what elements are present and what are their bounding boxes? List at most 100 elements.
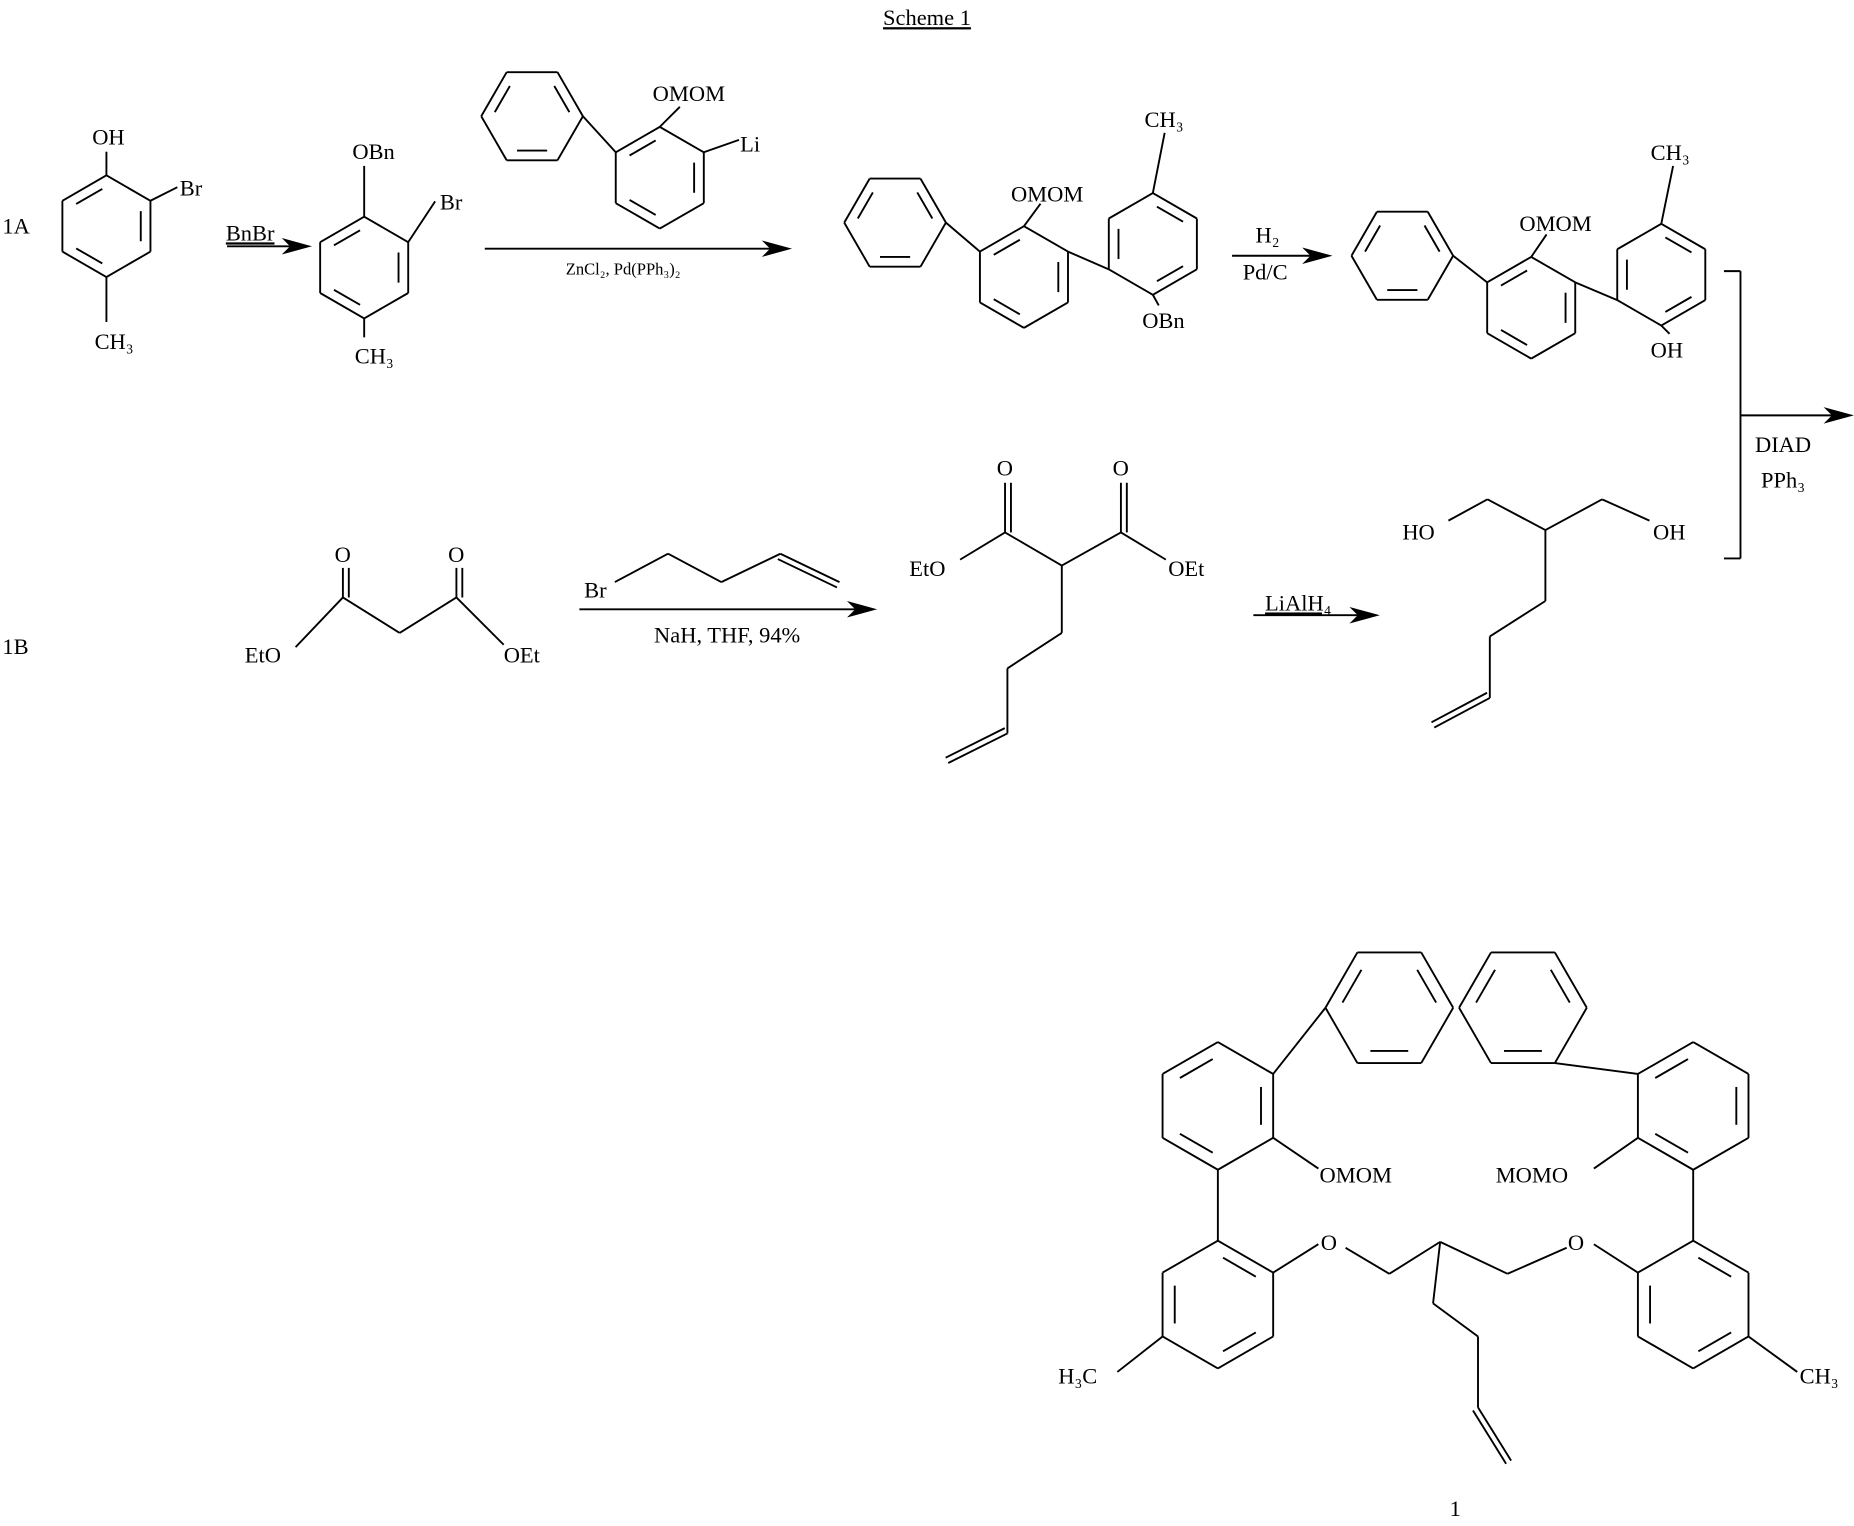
ring-bond — [558, 116, 583, 160]
bond — [1433, 1242, 1440, 1303]
ring-bond — [1661, 300, 1705, 325]
label-oh: OH — [1653, 520, 1685, 545]
label-br: Br — [440, 190, 463, 215]
ring-bond — [844, 223, 869, 267]
ring-bond — [1351, 256, 1376, 300]
bond — [1153, 295, 1159, 306]
bond — [1273, 1008, 1325, 1074]
label-br: Br — [584, 577, 607, 602]
ring-bond — [106, 252, 150, 277]
ring-bond — [1153, 269, 1197, 294]
ring-bond — [1638, 1042, 1693, 1074]
label-oh: OH — [92, 125, 124, 150]
ring-bond — [1163, 1336, 1218, 1368]
ring-bond — [1693, 1138, 1748, 1170]
ring-bond — [1428, 212, 1453, 256]
double-bond — [1434, 698, 1490, 728]
bond — [946, 223, 980, 252]
bond — [583, 116, 616, 152]
ring-bond — [558, 72, 583, 116]
ring-bond — [1459, 1008, 1491, 1063]
bond — [1440, 1242, 1507, 1274]
ring-bond — [660, 203, 704, 228]
double-bond — [946, 728, 1005, 758]
bond — [1433, 1303, 1478, 1336]
ring-bond — [1555, 952, 1587, 1007]
bond — [1024, 204, 1041, 226]
ring-bond — [844, 179, 869, 223]
ring-bond — [1218, 1241, 1273, 1273]
bond — [1346, 1248, 1390, 1274]
ring-bond — [1109, 193, 1153, 218]
ring-bond — [1163, 1241, 1218, 1273]
ring-bond — [920, 179, 945, 223]
label-ho: HO — [1402, 520, 1434, 545]
bond — [1005, 532, 1062, 565]
reagent-diad: DIAD — [1755, 432, 1811, 457]
bond — [1545, 499, 1602, 530]
ring-bond — [1218, 1336, 1273, 1368]
ring-bond — [660, 127, 704, 152]
label-h3c: H₃C — [1058, 1364, 1097, 1389]
label-eto: EtO — [909, 556, 945, 581]
ring-bond — [980, 226, 1024, 251]
ring-bond — [320, 217, 364, 242]
bond — [1062, 532, 1121, 565]
ring-bond — [1693, 1042, 1748, 1074]
bond — [1068, 252, 1109, 270]
ring-bond — [62, 175, 106, 200]
ring-bond — [1428, 256, 1453, 300]
double-bond — [1478, 1407, 1511, 1460]
label-o: O — [448, 542, 464, 567]
bond — [150, 187, 177, 201]
bond — [1273, 1244, 1318, 1272]
bond — [1273, 1138, 1318, 1169]
bond — [1389, 1242, 1440, 1274]
ring-bond — [1325, 952, 1357, 1007]
ring-bond — [1531, 333, 1575, 358]
bond — [1661, 326, 1669, 334]
ring-bond — [1617, 300, 1661, 325]
label-o: O — [335, 542, 351, 567]
label-omom: OMOM — [1320, 1163, 1392, 1188]
ring-bond — [1487, 333, 1531, 358]
label-oh: OH — [1651, 337, 1683, 362]
label-o: O — [1321, 1230, 1337, 1255]
ring-bond — [364, 217, 408, 242]
label-ch3: CH₃ — [1800, 1364, 1839, 1389]
ring-bond — [1024, 226, 1068, 251]
label-ch3: CH₃ — [1651, 140, 1690, 165]
reagent-alkylation: NaH, THF, 94% — [654, 622, 800, 647]
scheme-title: Scheme 1 — [883, 5, 971, 30]
bond — [343, 597, 400, 632]
reagent-coupling: ZnCl₂, Pd(PPh₃)₂ — [566, 260, 681, 279]
double-bond — [1431, 693, 1487, 723]
bond — [1555, 1063, 1638, 1074]
ring-bond — [616, 127, 660, 152]
ring-bond — [1661, 224, 1705, 249]
bond — [1508, 1248, 1567, 1274]
label-o: O — [997, 456, 1013, 481]
ring-bond — [1638, 1241, 1693, 1273]
ring-bond — [1531, 257, 1575, 282]
bond — [1594, 1138, 1638, 1169]
label-ch3: CH₃ — [95, 329, 134, 354]
ring-bond — [364, 293, 408, 318]
ring-bond — [1325, 1008, 1357, 1063]
reagent-pph3: PPh₃ — [1761, 468, 1805, 493]
ring-bond — [616, 203, 660, 228]
ring-bond — [320, 293, 364, 318]
bond — [1453, 256, 1487, 283]
compound-number: 1 — [1450, 1496, 1461, 1521]
double-bond — [1473, 1411, 1506, 1464]
ring-bond — [1163, 1138, 1218, 1170]
ring-bond — [106, 175, 150, 200]
double-bond — [948, 733, 1007, 763]
bond — [704, 140, 739, 152]
bond — [296, 597, 343, 647]
label-omom: OMOM — [1011, 181, 1083, 206]
label-omom: OMOM — [1519, 211, 1591, 236]
ring-bond — [1555, 1008, 1587, 1063]
ring-bond — [1638, 1336, 1693, 1368]
